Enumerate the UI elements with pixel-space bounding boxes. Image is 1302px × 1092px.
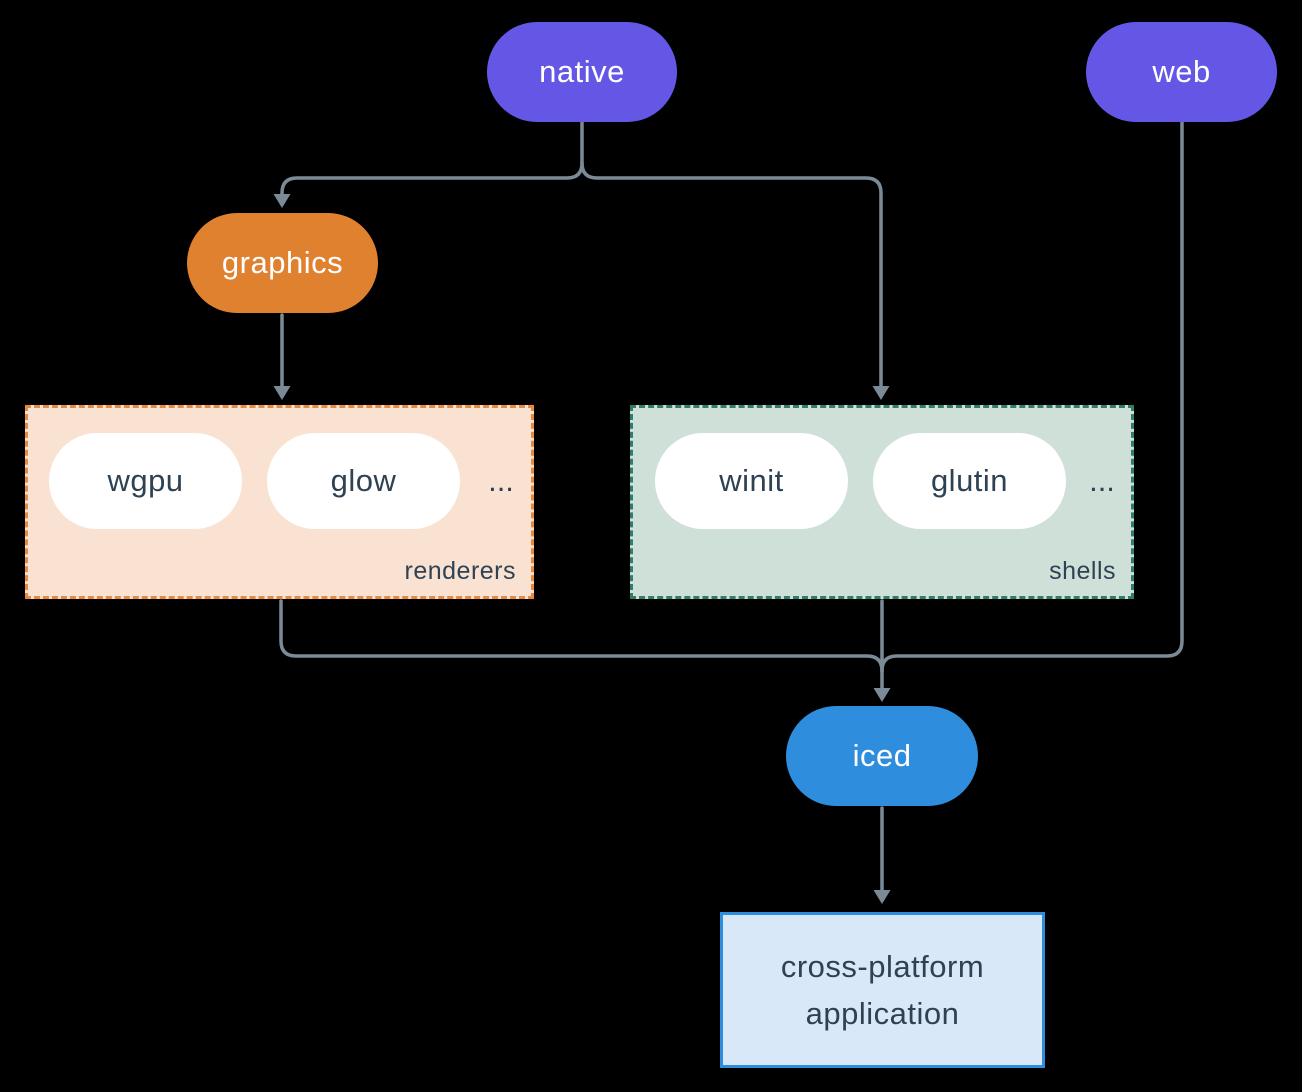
node-winit-label: winit <box>719 463 784 498</box>
node-native: native <box>487 22 677 122</box>
node-application: cross-platform application <box>720 912 1045 1068</box>
node-application-label: cross-platform application <box>780 949 985 1031</box>
edge-native-to-graphics <box>280 161 584 196</box>
group-renderers: wgpu glow ... renderers <box>25 405 534 599</box>
arrowhead-renderers <box>273 386 291 400</box>
node-glow: glow <box>267 433 460 529</box>
arrowhead-graphics <box>273 194 291 208</box>
edge-renderers-to-iced <box>279 599 884 673</box>
group-shells: winit glutin ... shells <box>630 405 1134 599</box>
node-web: web <box>1086 22 1277 122</box>
node-glutin: glutin <box>873 433 1066 529</box>
node-native-label: native <box>539 54 625 89</box>
node-winit: winit <box>655 433 848 529</box>
node-wgpu-label: wgpu <box>107 463 184 498</box>
node-web-label: web <box>1152 54 1211 89</box>
node-graphics: graphics <box>187 213 378 313</box>
arrowhead-application <box>873 890 891 904</box>
node-iced-label: iced <box>852 738 912 773</box>
node-glow-label: glow <box>330 463 397 498</box>
node-wgpu: wgpu <box>49 433 242 529</box>
renderers-group-label: renderers <box>404 557 516 585</box>
node-glutin-label: glutin <box>930 463 1009 498</box>
shells-ellipsis: ... <box>1089 463 1115 498</box>
shells-group-label: shells <box>1049 557 1116 585</box>
edge-native-to-shells <box>580 161 883 388</box>
node-iced: iced <box>786 706 978 806</box>
renderers-ellipsis: ... <box>488 463 514 498</box>
arrowhead-iced <box>873 688 891 702</box>
arrowhead-shells <box>872 386 890 400</box>
node-graphics-label: graphics <box>221 245 344 280</box>
